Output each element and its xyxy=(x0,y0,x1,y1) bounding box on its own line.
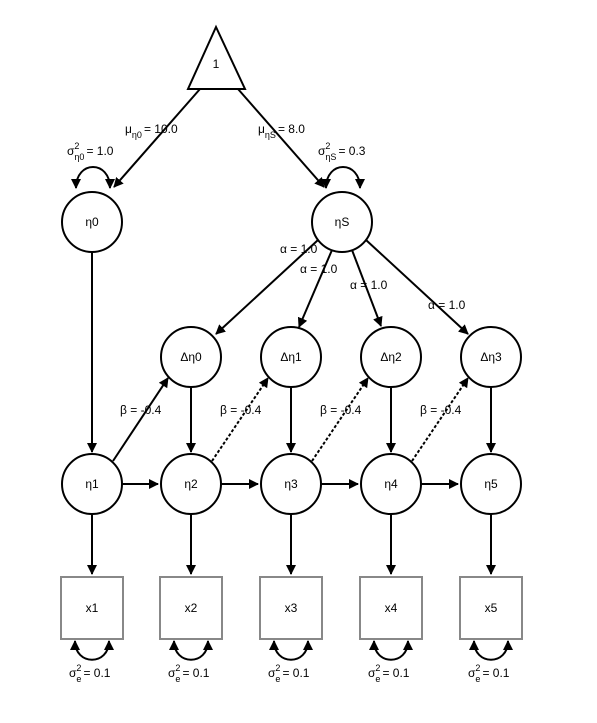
error-arc-x1 xyxy=(70,640,114,661)
alpha-label-3: α = 1.0 xyxy=(350,278,388,292)
constant-triangle xyxy=(186,24,247,90)
error-arc-x3 xyxy=(269,640,313,661)
mean-label-eta0: μη0= 10.0 xyxy=(125,122,178,140)
alpha-label-2: α = 1.0 xyxy=(300,262,338,276)
alpha-path-d1 xyxy=(297,249,333,328)
latent-etaS-label: ηS xyxy=(335,215,350,229)
latent-eta3-label: η3 xyxy=(284,477,298,491)
observed-x5-label: x5 xyxy=(485,601,498,615)
beta-label-2: β = -0.4 xyxy=(220,403,262,417)
latent-eta4-label: η4 xyxy=(384,477,398,491)
latent-d2-label: Δη2 xyxy=(380,350,402,364)
constant-label: 1 xyxy=(213,57,220,71)
beta-path-1 xyxy=(112,377,169,462)
alpha-path-d3 xyxy=(365,239,469,335)
error-arc-x5 xyxy=(469,640,513,661)
alpha-path-d2 xyxy=(351,249,383,327)
latent-eta0-label: η0 xyxy=(85,215,99,229)
latent-eta5-label: η5 xyxy=(484,477,498,491)
variance-arc-eta0 xyxy=(71,166,115,189)
beta-label-3: β = -0.4 xyxy=(320,403,362,417)
observed-x5 xyxy=(459,576,523,640)
error-arc-x4 xyxy=(369,640,413,661)
alpha-label-1: α = 1.0 xyxy=(280,242,318,256)
observed-x2-label: x2 xyxy=(185,601,198,615)
observed-x1 xyxy=(60,576,124,640)
latent-d1-label: Δη1 xyxy=(280,350,302,364)
error-arc-x2 xyxy=(169,640,213,661)
latent-d3-label: Δη3 xyxy=(480,350,502,364)
beta-label-1: β = -0.4 xyxy=(120,403,162,417)
latent-eta1-label: η1 xyxy=(85,477,99,491)
observed-x4-label: x4 xyxy=(385,601,398,615)
beta-path-3 xyxy=(311,377,369,462)
observed-x4 xyxy=(359,576,423,640)
observed-x3-label: x3 xyxy=(285,601,298,615)
latent-d0-label: Δη0 xyxy=(180,350,202,364)
mean-label-etaS: μηS= 8.0 xyxy=(258,122,305,140)
mean-path-eta0 xyxy=(113,88,201,188)
observed-x3 xyxy=(259,576,323,640)
latent-etaS xyxy=(311,191,373,253)
beta-path-2 xyxy=(211,377,269,462)
variance-arc-etaS xyxy=(321,166,365,189)
observed-x2 xyxy=(159,576,223,640)
mean-path-etaS xyxy=(237,88,325,188)
alpha-path-d0 xyxy=(215,239,319,335)
alpha-label-4: α = 1.0 xyxy=(428,298,466,312)
beta-path-4 xyxy=(411,377,469,462)
observed-x1-label: x1 xyxy=(86,601,99,615)
latent-eta2-label: η2 xyxy=(184,477,198,491)
beta-label-4: β = -0.4 xyxy=(420,403,462,417)
